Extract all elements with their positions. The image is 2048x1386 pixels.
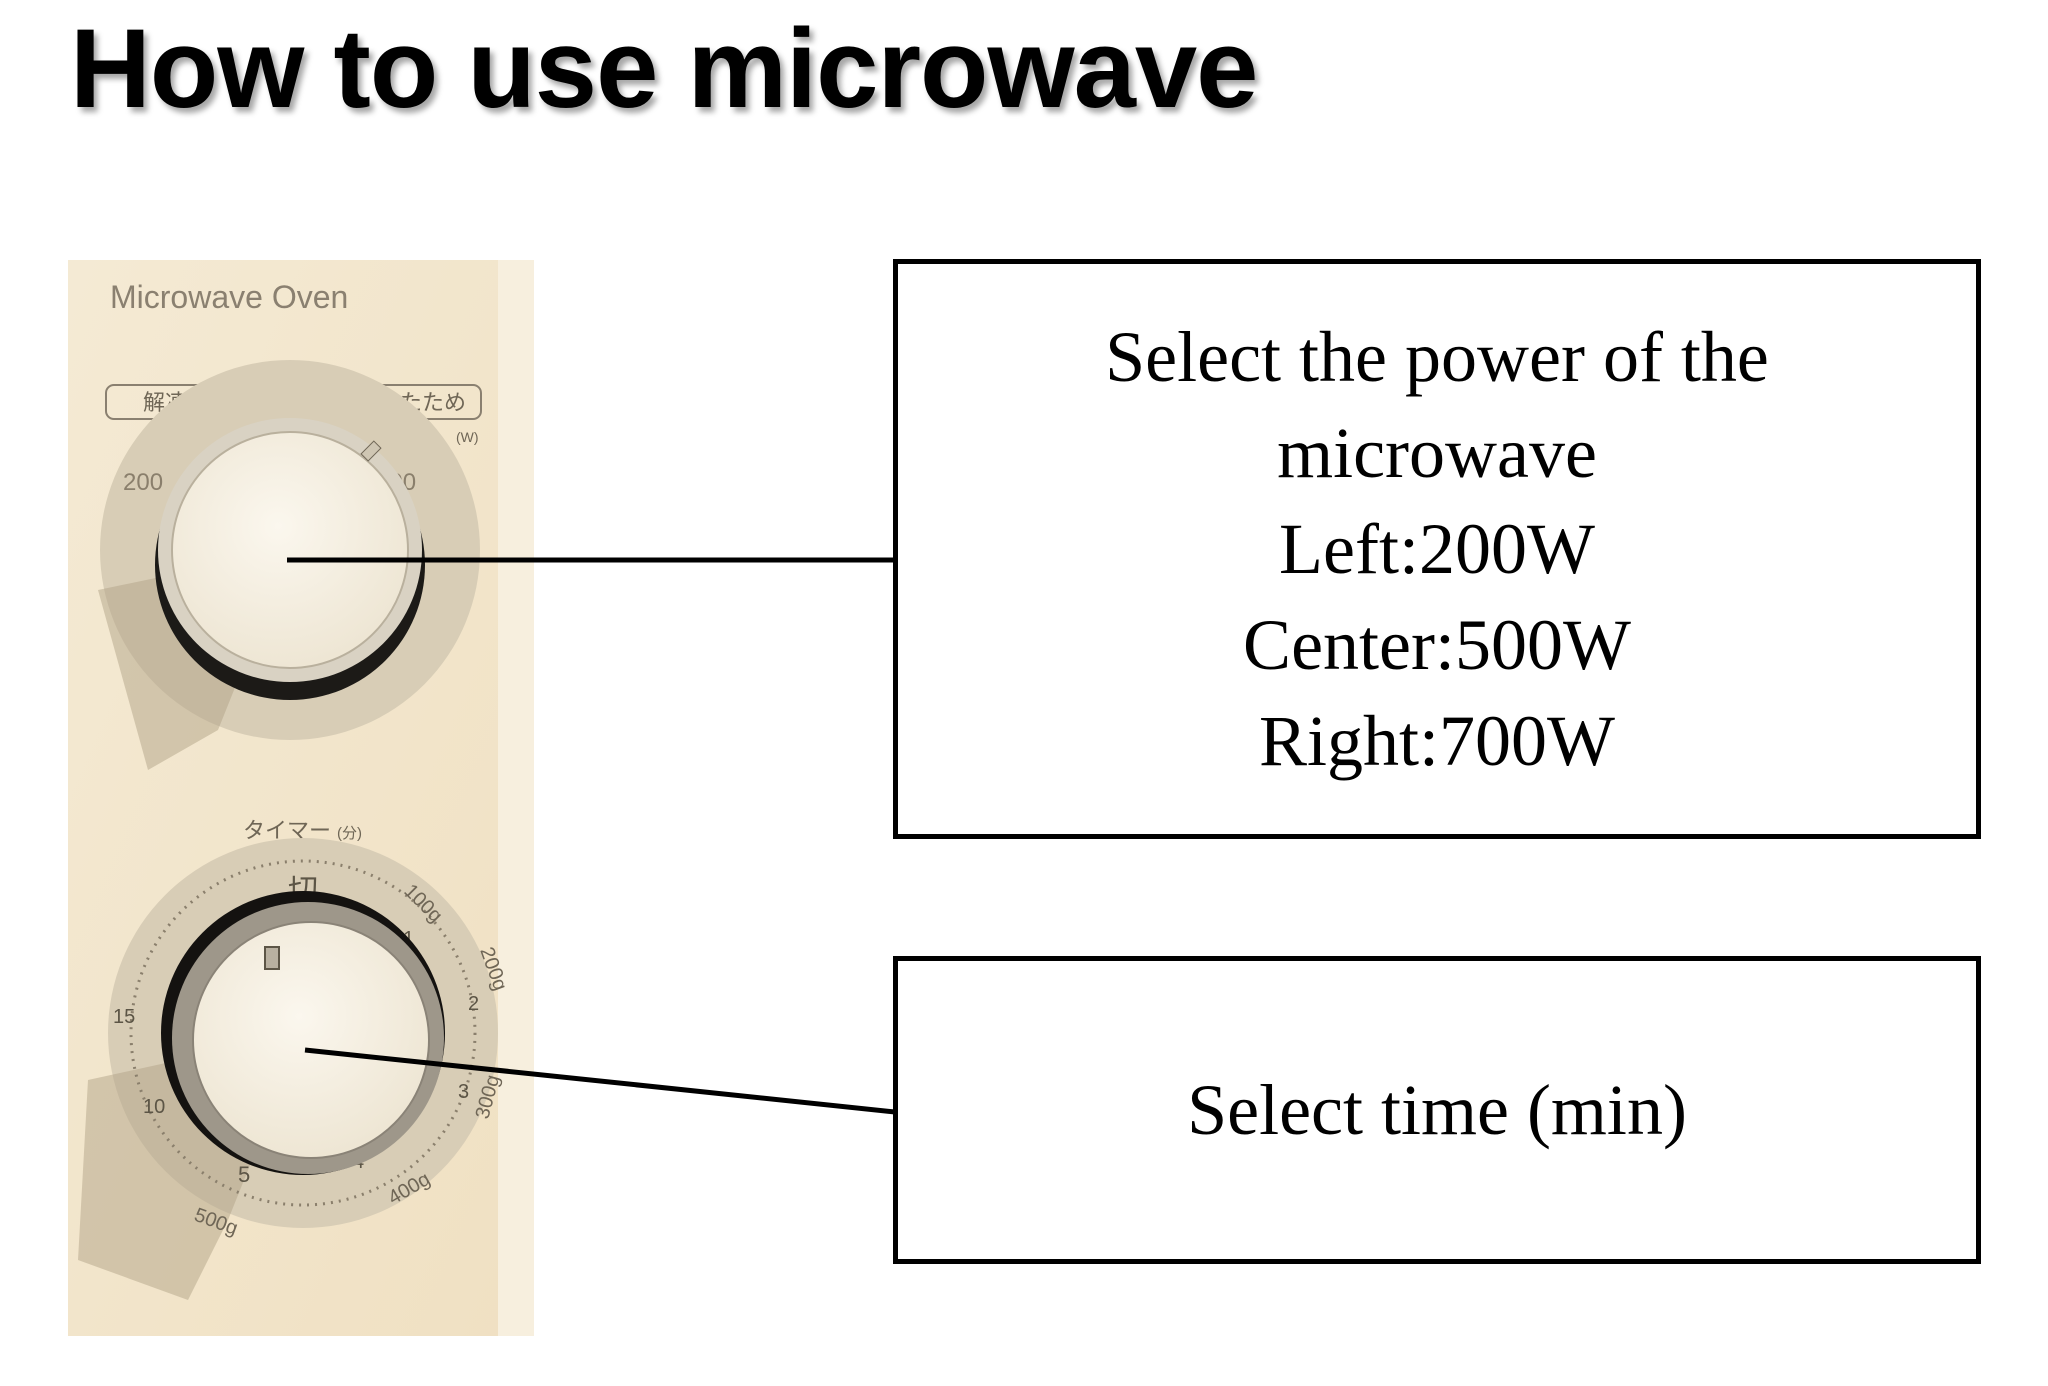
timer-dial[interactable]: 切 1 2 3 4 5 10 15 100g 200g 300g 400g 50… — [78, 838, 511, 1300]
time-callout-box: Select time (min) — [893, 956, 1981, 1264]
time-mark-5: 5 — [238, 1162, 250, 1187]
power-callout-line-1: Select the power of the — [1105, 317, 1769, 397]
power-mark-200: 200 — [123, 469, 163, 496]
time-mark-2: 2 — [468, 993, 479, 1015]
power-callout-line-5: Right:700W — [1259, 701, 1615, 781]
power-callout-line-4: Center:500W — [1243, 605, 1631, 685]
time-mark-10: 10 — [143, 1096, 165, 1118]
time-callout-line — [304, 1047, 896, 1115]
power-callout-box: Select the power of the microwave Left:2… — [893, 259, 1981, 839]
power-callout-line-2: microwave — [1277, 413, 1597, 493]
watt-unit: (W) — [456, 429, 479, 445]
brand-label: Microwave Oven — [110, 279, 348, 315]
page-title: How to use microwave — [70, 6, 1258, 131]
microwave-control-panel-photo: Microwave Oven 解凍 あたため (W) 200 500 700 タ… — [68, 260, 534, 1336]
power-callout-line-3: Left:200W — [1279, 509, 1595, 589]
time-mark-15: 15 — [113, 1006, 135, 1028]
time-mark-3: 3 — [458, 1081, 469, 1103]
power-dial[interactable]: 200 500 700 — [98, 360, 480, 770]
time-callout-text: Select time (min) — [1187, 1070, 1687, 1150]
